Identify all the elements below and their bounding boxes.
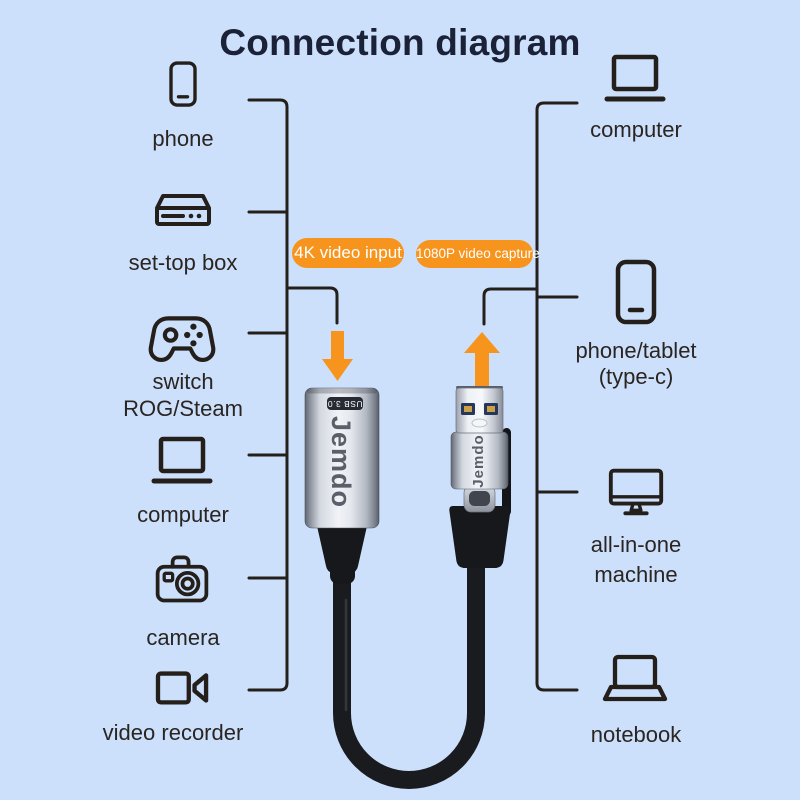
phone-icon bbox=[159, 52, 207, 116]
device-label-phone: phone bbox=[152, 126, 214, 151]
device-label-camera: camera bbox=[146, 625, 220, 650]
usb-connector bbox=[449, 386, 511, 568]
tablet-icon bbox=[612, 258, 660, 326]
device-label-set-top-box: set-top box bbox=[128, 250, 238, 275]
device-label-type-c: (type-c) bbox=[598, 364, 674, 389]
monitor-icon bbox=[605, 462, 667, 520]
device-label-phone-tablet: phone/tablet bbox=[575, 338, 697, 363]
laptop-icon bbox=[150, 432, 214, 490]
input-elbow-line bbox=[285, 286, 339, 325]
right-bracket-lines bbox=[535, 101, 579, 692]
usb-a-plug bbox=[455, 387, 504, 434]
left-bracket-lines bbox=[247, 98, 289, 692]
input-badge: 4K video input bbox=[292, 238, 404, 268]
video-recorder-icon bbox=[150, 662, 216, 712]
output-elbow-line bbox=[482, 287, 539, 326]
device-label-video-recorder: video recorder bbox=[102, 720, 244, 745]
device-label-computer-right: computer bbox=[590, 117, 682, 142]
device-label-machine: machine bbox=[594, 562, 678, 587]
notebook-icon bbox=[601, 652, 669, 708]
gamepad-icon bbox=[148, 308, 216, 362]
laptop-icon bbox=[603, 50, 667, 108]
set-top-box-icon bbox=[151, 186, 215, 234]
connector-housing bbox=[449, 506, 511, 568]
device-label-rog-steam: ROG/Steam bbox=[123, 396, 243, 421]
device-label-computer-left: computer bbox=[137, 502, 229, 527]
up-arrow-icon bbox=[464, 332, 500, 389]
output-badge: 1080P video capture bbox=[416, 240, 540, 268]
device-label-notebook: notebook bbox=[590, 722, 682, 747]
device-label-all-in-one: all-in-one bbox=[590, 532, 682, 557]
camera-icon bbox=[152, 548, 212, 608]
brand-logo-connector: Jemdo bbox=[470, 434, 487, 488]
usb-cable bbox=[333, 543, 485, 789]
brand-logo-capture-card: Jemdo bbox=[326, 415, 356, 509]
down-arrow-icon bbox=[322, 331, 353, 381]
capture-card-device bbox=[304, 387, 380, 584]
page-title: Connection diagram bbox=[219, 22, 581, 63]
device-label-switch: switch bbox=[152, 369, 214, 394]
